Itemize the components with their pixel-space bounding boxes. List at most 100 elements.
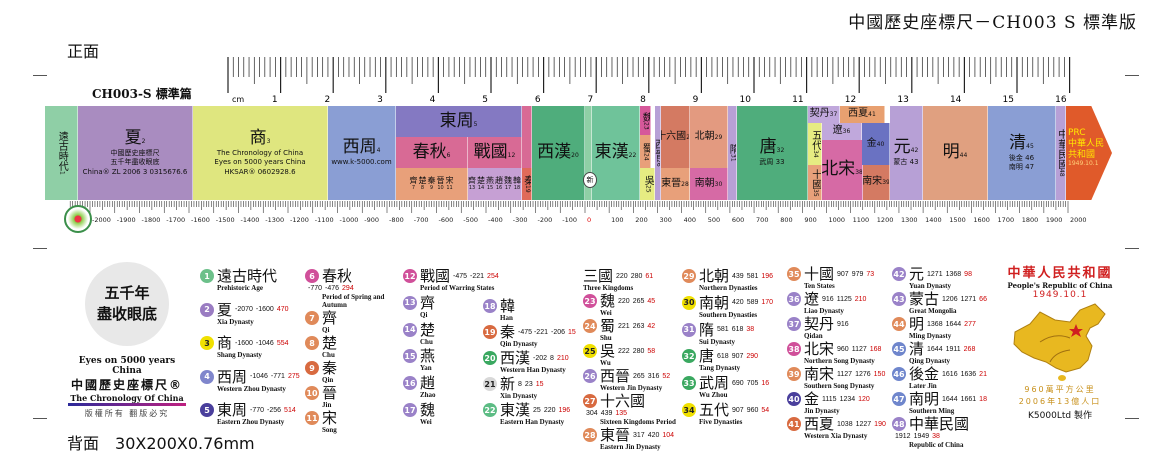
block-wu: 吳25 <box>640 168 655 200</box>
prc-founding-date: 1949.10.1 <box>1032 290 1088 300</box>
legend-en-name: Eastern Zhou Dynasty <box>217 418 285 426</box>
state-number: 9 <box>429 184 434 191</box>
block-dongzhou_tail <box>522 106 532 168</box>
block-note: 武周 33 <box>759 158 785 167</box>
block-number: 35 <box>811 188 819 197</box>
block-donghan: 東漢22 <box>592 106 640 200</box>
legend-en-name: Five Dynasties <box>699 418 743 426</box>
block-label: 十國35 <box>809 168 821 197</box>
block-number: 32 <box>776 147 785 155</box>
legend-end: 1127 <box>851 345 867 353</box>
legend-name: 蒙古 <box>909 290 940 308</box>
legend-name: 吳 <box>600 342 616 360</box>
year-label: 900 <box>804 216 816 224</box>
legend-name: 商 <box>217 334 233 352</box>
legend-en-name: Southern Song Dynasty <box>804 382 875 390</box>
legend-years: 277 <box>964 320 976 328</box>
legend-number-badge: 20 <box>483 351 497 365</box>
legend-start: 420 <box>732 299 744 307</box>
legend-number-badge: 46 <box>892 367 906 381</box>
legend-en-name: Wu Zhou <box>699 391 728 400</box>
legend-years: 98 <box>964 270 972 278</box>
legend-number-badge: 43 <box>892 292 906 306</box>
block-liao: 遼36 <box>822 123 862 140</box>
legend-end: 589 <box>746 299 759 307</box>
year-label: -100 <box>562 216 577 224</box>
block-label: 契丹37 <box>809 108 838 120</box>
legend-name: 遼 <box>804 290 820 308</box>
year-label: 1700 <box>998 216 1015 224</box>
legend-name: 楚 <box>322 334 338 352</box>
legend-years: 52 <box>662 372 671 380</box>
legend-en-name: Qin Dynasty <box>500 340 538 348</box>
legend-end: -206 <box>550 328 565 336</box>
block-label: 明44 <box>942 142 968 163</box>
seal-line1: 五千年 <box>104 284 150 302</box>
year-label: 1000 <box>829 216 846 224</box>
block-label: 西漢20 <box>537 142 579 163</box>
block-number: 25 <box>644 185 652 193</box>
legend-start: 265 <box>633 372 645 380</box>
prc-population: 2006年13億人口 <box>1018 397 1102 406</box>
block-note: China® ZL 2006 3 0315676.6 <box>82 167 188 176</box>
brand-logo-icon <box>64 205 92 233</box>
legend-end: 907 <box>731 352 744 360</box>
block-number: 6 <box>446 151 451 159</box>
legend-en-name: Sixteen Kingdoms Period <box>600 418 676 426</box>
block-number: 30 <box>714 180 723 188</box>
legend-start: -1046 <box>250 373 268 380</box>
legend-name: 隋 <box>699 320 715 339</box>
brand-block: 五千年 盡收眼底 Eyes on 5000 years China 中國歷史座標… <box>68 262 186 419</box>
legend-years: 190 <box>874 420 886 428</box>
legend-name: 唐 <box>699 347 715 366</box>
legend-start: -475 <box>453 272 468 280</box>
legend-name: 晉 <box>322 384 338 402</box>
legend-name: 秦 <box>500 323 516 341</box>
document-title: 中國歷史座標尺－CH003 S 標準版 <box>848 13 1137 33</box>
legend-start: -475 -221 <box>518 328 548 336</box>
legend-years: 135 <box>615 410 628 417</box>
legend-years: 66 <box>979 295 987 303</box>
block-wei: 魏23 <box>640 106 651 135</box>
block-xihan: 西漢20 <box>532 106 585 200</box>
brand-rights: 版權所有 翻版必究 <box>84 409 170 418</box>
legend-number-badge: 37 <box>787 317 801 331</box>
block-nanchao: 南朝30 <box>690 168 728 200</box>
xin-marker: 新 <box>583 172 597 188</box>
